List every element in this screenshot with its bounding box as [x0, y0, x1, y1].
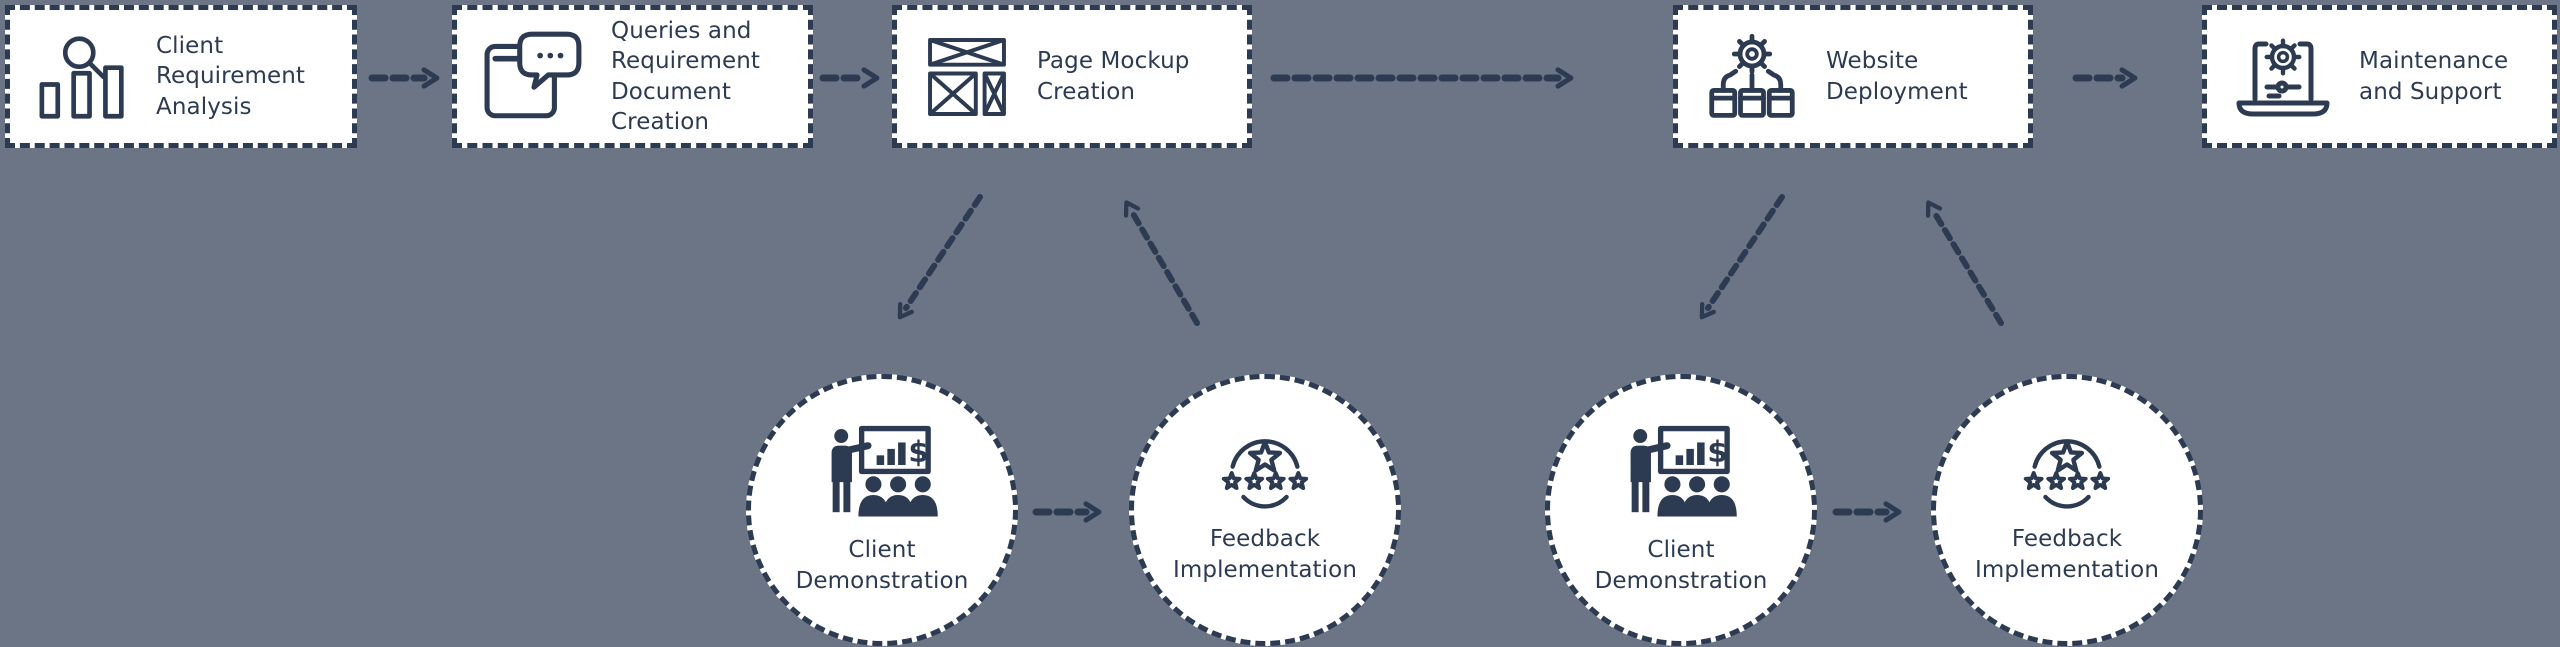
arrow-feedback1-to-mockup [1123, 200, 1200, 326]
loop1-feedback-implementation: Feedback Implementation [1129, 374, 1401, 646]
loop-label: Feedback Implementation [1172, 526, 1358, 583]
loop-label: Client Demonstration [795, 537, 969, 594]
svg-text:$: $ [1707, 435, 1727, 469]
step-client-requirement-analysis: Client Requirement Analysis [5, 5, 357, 148]
arrow-deploy-to-demo2 [1699, 194, 1785, 320]
step-maintenance-support: Maintenance and Support [2202, 5, 2557, 148]
loop-label: Feedback Implementation [1974, 526, 2160, 583]
bar-chart-magnifier-icon [36, 34, 130, 120]
arrow-feedback2-to-deploy [1925, 200, 2004, 326]
laptop-gear-icon [2233, 33, 2333, 121]
step-website-deployment: Website Deployment [1673, 5, 2033, 148]
presentation-icon: $ [823, 424, 941, 521]
loop1-client-demonstration: $ Client Demonstration [746, 374, 1018, 646]
gear-servers-icon [1704, 31, 1800, 123]
loop-label: Client Demonstration [1594, 537, 1768, 594]
step-label: Client Requirement Analysis [156, 32, 306, 120]
step-label: Queries and Requirement Document Creatio… [611, 17, 761, 135]
presentation-icon: $ [1622, 424, 1740, 521]
loop2-feedback-implementation: Feedback Implementation [1931, 374, 2203, 646]
step-page-mockup-creation: Page Mockup Creation [892, 5, 1252, 148]
star-rating-icon [1216, 435, 1314, 510]
step-label: Page Mockup Creation [1037, 48, 1190, 105]
step-queries-requirement-document: Queries and Requirement Document Creatio… [452, 5, 813, 148]
step-label: Website Deployment [1826, 48, 1968, 105]
wireframe-icon [923, 33, 1011, 121]
svg-text:$: $ [908, 435, 928, 469]
step-label: Maintenance and Support [2359, 48, 2509, 105]
browser-chat-icon [483, 30, 585, 124]
loop2-client-demonstration: $ Client Demonstration [1545, 374, 1817, 646]
star-rating-icon [2018, 435, 2116, 510]
arrow-mockup-to-demo1 [897, 194, 983, 320]
